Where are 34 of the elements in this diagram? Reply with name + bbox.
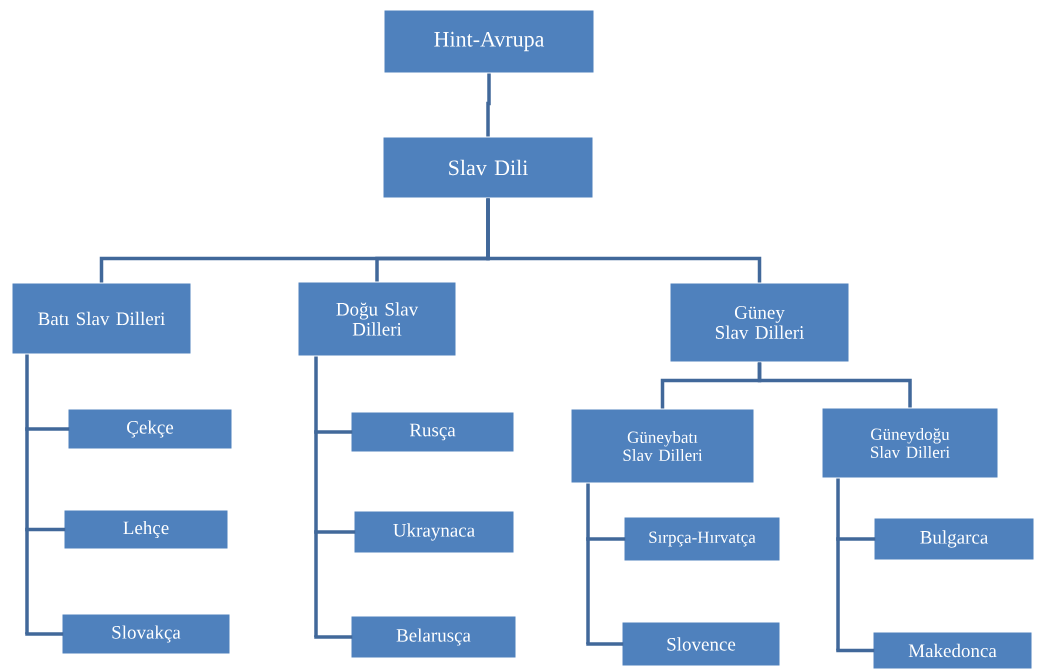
- language-box: Slav Dili: [382, 136, 594, 199]
- connector-line: [757, 362, 912, 408]
- language-box: Güney Slav Dilleri: [669, 282, 850, 363]
- connector-line: [486, 73, 491, 137]
- connector-line: [836, 648, 875, 653]
- connector-line: [836, 478, 840, 651]
- connector-line: [836, 537, 876, 541]
- connector-line: [25, 354, 29, 634]
- language-box: Çekçe: [67, 408, 233, 450]
- connector-line: [586, 483, 590, 644]
- language-box: Belarusça: [350, 615, 517, 659]
- language-box: Güneydoğu Slav Dilleri: [821, 407, 999, 479]
- connector-line: [486, 198, 762, 283]
- language-box: Batı Slav Dilleri: [11, 282, 192, 355]
- language-box: Ukraynaca: [353, 510, 515, 554]
- connector-line: [25, 427, 70, 431]
- language-box: Bulgarca: [873, 517, 1035, 561]
- connector-line: [314, 356, 318, 637]
- language-box: Güneybatı Slav Dilleri: [570, 408, 755, 484]
- language-box: Makedonca: [872, 631, 1033, 669]
- connector-line: [314, 635, 353, 639]
- connector-line: [25, 527, 66, 532]
- language-box: Lehçe: [63, 509, 229, 550]
- connector-line: [314, 430, 353, 434]
- language-box: Slovence: [621, 621, 781, 667]
- connector-line: [586, 537, 626, 541]
- language-box: Rusça: [350, 411, 515, 453]
- connector-line: [314, 530, 356, 534]
- language-box: Doğu Slav Dilleri: [297, 281, 457, 357]
- connector-line: [586, 642, 624, 646]
- language-box: Slovakça: [61, 613, 231, 655]
- connector-line: [25, 632, 64, 636]
- language-box: Sırpça-Hırvatça: [623, 516, 781, 562]
- language-box: Hint-Avrupa: [383, 9, 595, 74]
